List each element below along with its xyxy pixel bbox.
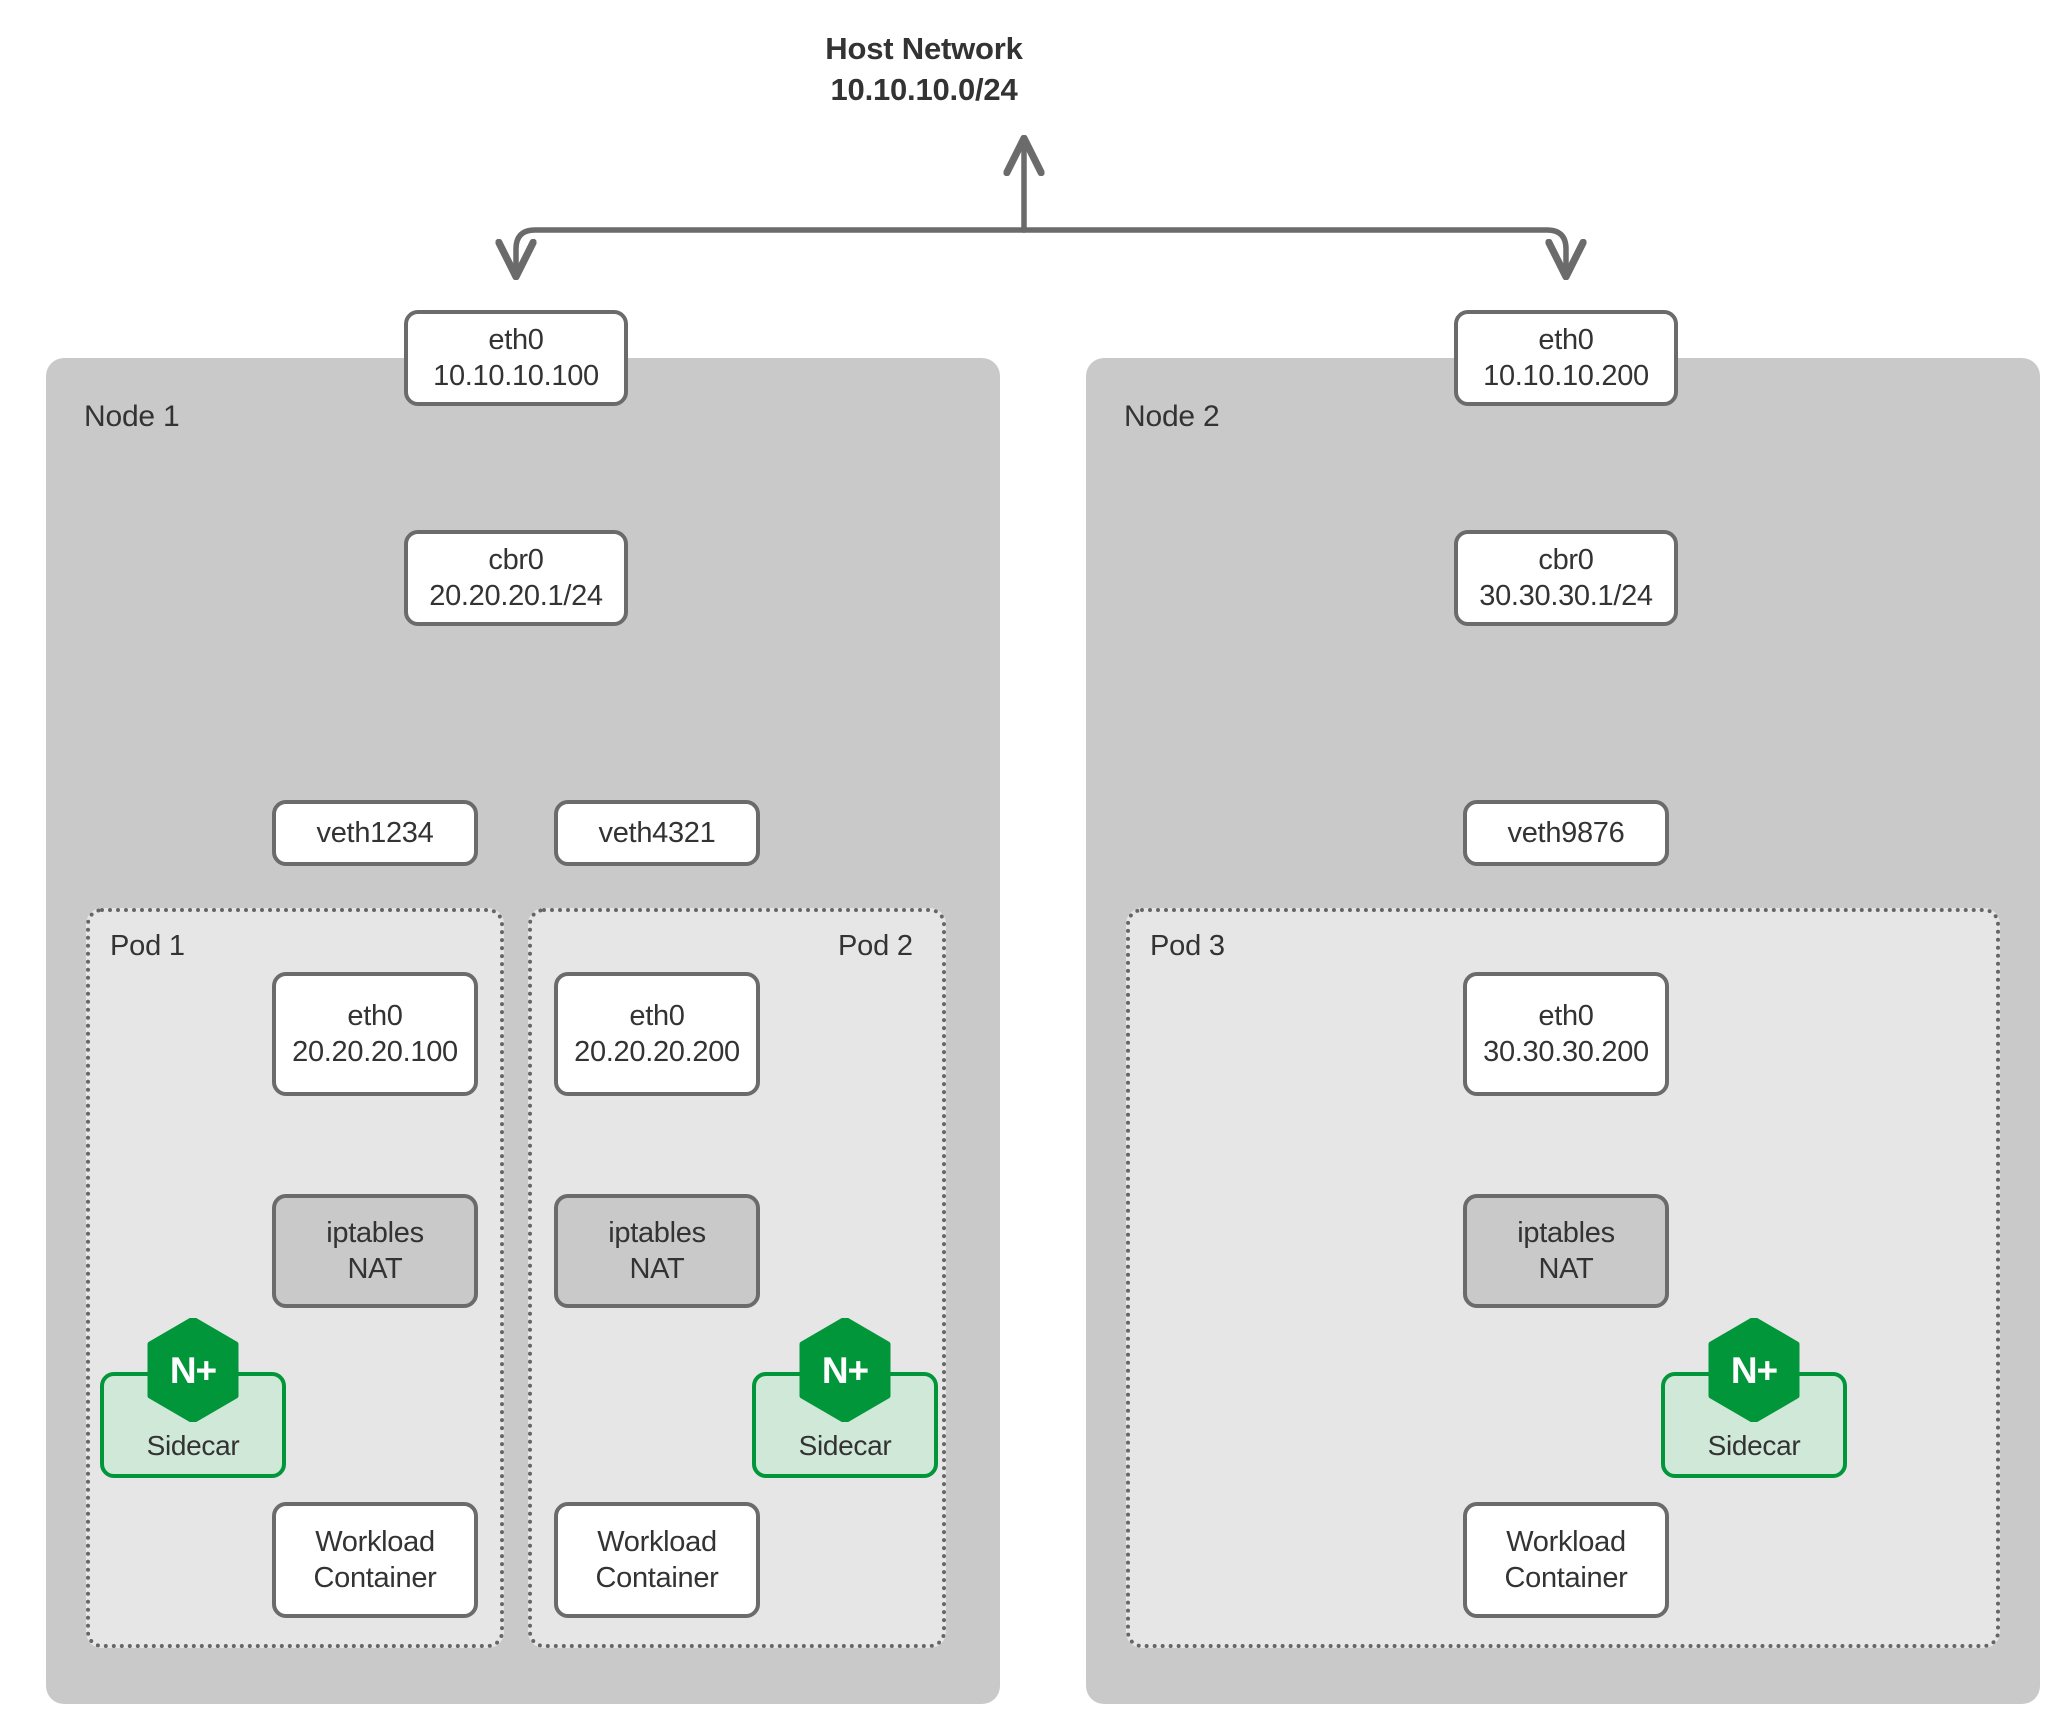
- pod-1-eth0-ip: 20.20.20.100: [292, 1036, 458, 1068]
- node-1-cbr0-name: cbr0: [488, 544, 544, 576]
- pod-3-workload-line1: Workload: [1506, 1526, 1626, 1558]
- hexagon-shape: [799, 1318, 891, 1422]
- pod-3-nginx-plus-text: N+: [1730, 1349, 1778, 1391]
- host-network-title-line1: Host Network: [825, 31, 1023, 66]
- pod-1-eth0-box: eth0 20.20.20.100: [272, 972, 478, 1096]
- pod-2-label: Pod 2: [838, 930, 913, 962]
- host-network-title: Host Network 10.10.10.0/24: [724, 28, 1124, 110]
- pod-2-eth0-name: eth0: [629, 1000, 685, 1032]
- host-network-title-line2: 10.10.10.0/24: [830, 72, 1018, 107]
- node-2-eth0-box: eth0 10.10.10.200: [1454, 310, 1678, 406]
- node-1-veth1234-box: veth1234: [272, 800, 478, 866]
- pod-3-sidecar-label: Sidecar: [1707, 1430, 1801, 1461]
- pod-2-workload-line1: Workload: [597, 1526, 717, 1558]
- pod-3-workload-line2: Container: [1504, 1562, 1628, 1594]
- pod-1-nginx-plus-icon: N+: [147, 1318, 239, 1422]
- pod-2-eth0-box: eth0 20.20.20.200: [554, 972, 760, 1096]
- pod-3-iptables-nat-box: iptables NAT: [1463, 1194, 1669, 1308]
- hexagon-shape: [147, 1318, 239, 1422]
- pod-2-eth0-ip: 20.20.20.200: [574, 1036, 740, 1068]
- pod-2-nat-line2: NAT: [629, 1253, 685, 1285]
- node-1-cbr0-ip: 20.20.20.1/24: [429, 580, 603, 612]
- pod-2-sidecar-label: Sidecar: [798, 1430, 892, 1461]
- node-1-label: Node 1: [84, 400, 180, 433]
- node-2-cbr0-ip: 30.30.30.1/24: [1479, 580, 1653, 612]
- node-1-eth0-ip: 10.10.10.100: [433, 360, 599, 392]
- node-1-veth4321-label: veth4321: [598, 817, 716, 849]
- pod-2-workload-line2: Container: [595, 1562, 719, 1594]
- pod-1-workload-line2: Container: [313, 1562, 437, 1594]
- pod-1-label: Pod 1: [110, 930, 185, 962]
- conn-host-to-node1: [516, 227, 1027, 275]
- pod-1-iptables-nat-box: iptables NAT: [272, 1194, 478, 1308]
- node-1-cbr0-box: cbr0 20.20.20.1/24: [404, 530, 628, 626]
- node-2-eth0-name: eth0: [1538, 324, 1594, 356]
- pod-3-workload-container-box: Workload Container: [1463, 1502, 1669, 1618]
- pod-2-nginx-plus-text: N+: [821, 1349, 869, 1391]
- node-1-veth4321-box: veth4321: [554, 800, 760, 866]
- node-2-cbr0-box: cbr0 30.30.30.1/24: [1454, 530, 1678, 626]
- node-2-eth0-ip: 10.10.10.200: [1483, 360, 1649, 392]
- pod-1-nat-line2: NAT: [347, 1253, 403, 1285]
- pod-3-eth0-box: eth0 30.30.30.200: [1463, 972, 1669, 1096]
- node-1-eth0-name: eth0: [488, 324, 544, 356]
- pod-2-iptables-nat-box: iptables NAT: [554, 1194, 760, 1308]
- pod-3-eth0-name: eth0: [1538, 1000, 1594, 1032]
- node-1-eth0-box: eth0 10.10.10.100: [404, 310, 628, 406]
- pod-3-nat-line1: iptables: [1517, 1217, 1615, 1249]
- pod-3-nat-line2: NAT: [1538, 1253, 1594, 1285]
- pod-1-sidecar-box: Sidecar: [100, 1372, 286, 1478]
- pod-2-workload-container-box: Workload Container: [554, 1502, 760, 1618]
- pod-1-workload-line1: Workload: [315, 1526, 435, 1558]
- pod-3-label: Pod 3: [1150, 930, 1225, 962]
- pod-2-nginx-plus-icon: N+: [799, 1318, 891, 1422]
- pod-2-nat-line1: iptables: [608, 1217, 706, 1249]
- pod-3-eth0-ip: 30.30.30.200: [1483, 1036, 1649, 1068]
- conn-host-to-node2: [1021, 227, 1566, 275]
- node-2-label: Node 2: [1124, 400, 1220, 433]
- node-1-veth1234-label: veth1234: [316, 817, 434, 849]
- pod-1-workload-container-box: Workload Container: [272, 1502, 478, 1618]
- hexagon-shape: [1708, 1318, 1800, 1422]
- pod-1-sidecar-label: Sidecar: [146, 1430, 240, 1461]
- pod-3-nginx-plus-icon: N+: [1708, 1318, 1800, 1422]
- node-2-veth9876-box: veth9876: [1463, 800, 1669, 866]
- pod-1-nat-line1: iptables: [326, 1217, 424, 1249]
- pod-1-eth0-name: eth0: [347, 1000, 403, 1032]
- pod-1-nginx-plus-text: N+: [169, 1349, 217, 1391]
- node-2-veth9876-label: veth9876: [1507, 817, 1625, 849]
- node-2-cbr0-name: cbr0: [1538, 544, 1594, 576]
